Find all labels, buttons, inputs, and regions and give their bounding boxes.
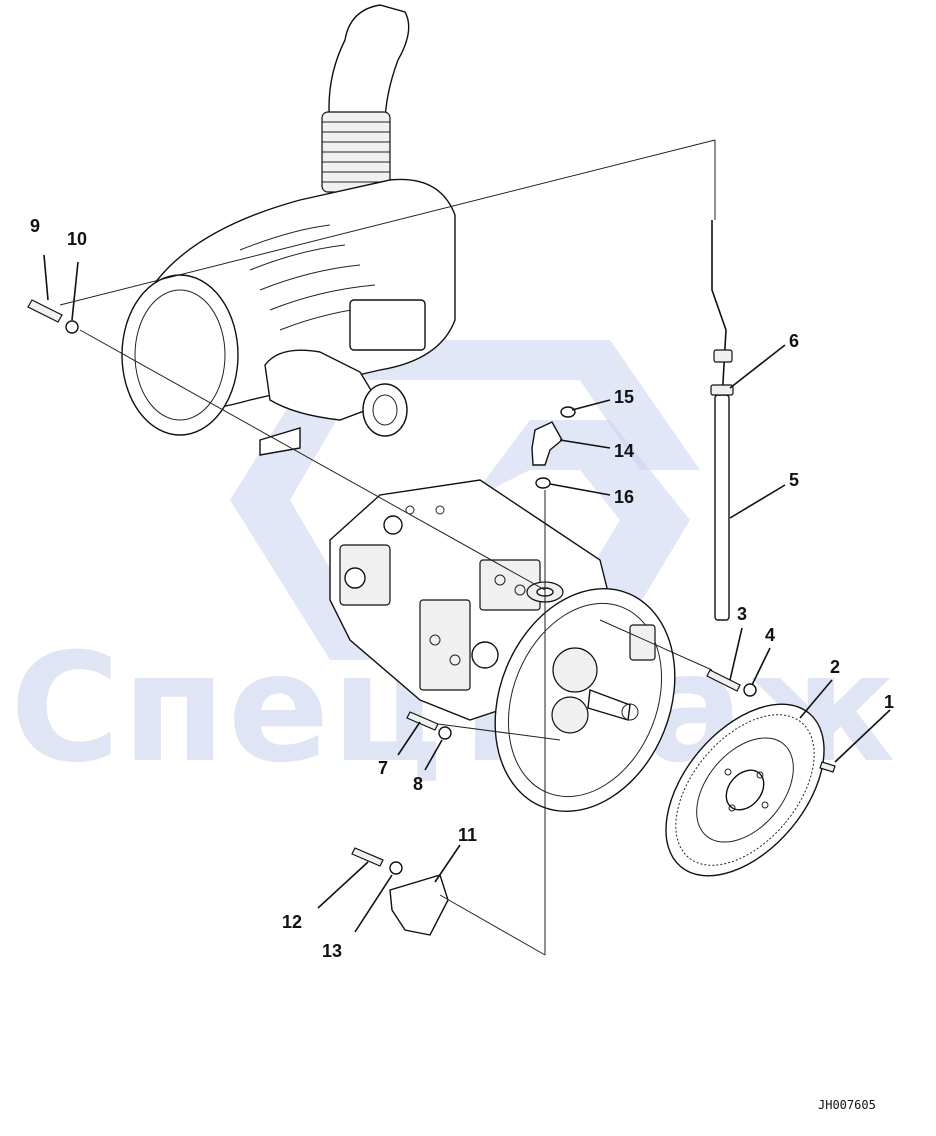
callout-4: 4 [765,625,775,645]
flywheel [665,703,825,877]
callout-3: 3 [737,604,747,624]
document-id: JH007605 [818,1098,876,1112]
callout-14: 14 [614,441,634,461]
callout-10: 10 [67,229,87,249]
callout-5: 5 [789,470,799,490]
callout-8: 8 [413,774,423,794]
leader-lines [43,139,891,956]
callout-9: 9 [30,216,40,236]
callout-11: 11 [458,825,477,845]
pump-flange-housing [494,588,676,812]
callout-7: 7 [378,758,388,778]
air-cleaner-assembly [121,4,456,456]
callout-13: 13 [322,941,342,961]
callout-15: 15 [614,387,634,407]
callout-16: 16 [614,487,634,507]
callout-labels: 9 10 15 14 16 6 5 3 4 2 1 7 8 11 12 13 [30,216,894,961]
callout-2: 2 [830,657,840,677]
callout-12: 12 [282,912,302,932]
callout-1: 1 [884,692,894,712]
callout-6: 6 [789,331,799,351]
